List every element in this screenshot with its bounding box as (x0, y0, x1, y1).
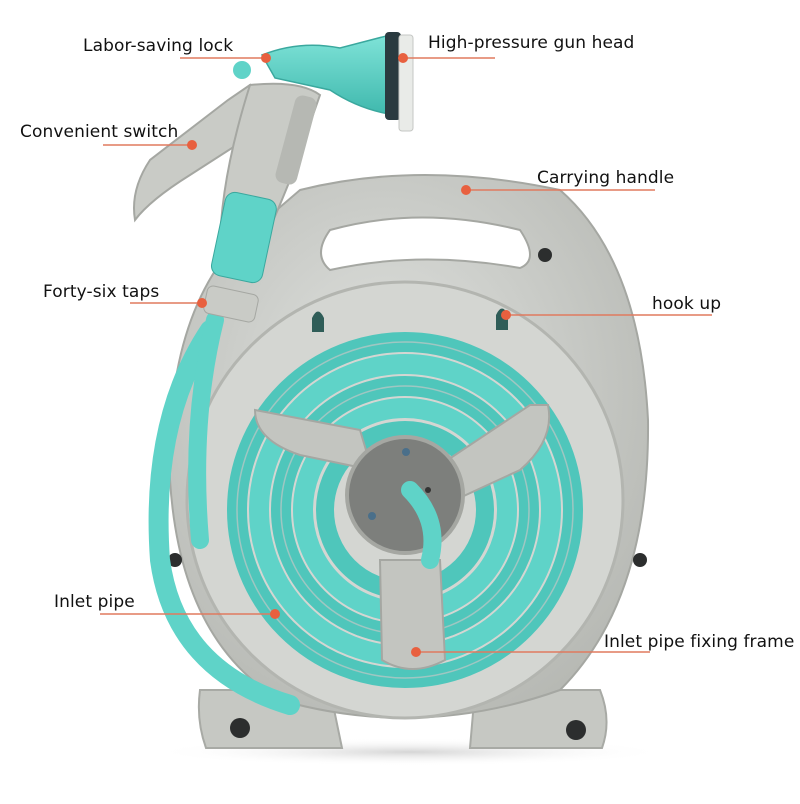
label-carrying-handle: Carrying handle (537, 168, 675, 188)
label-forty-six-taps: Forty-six taps (43, 282, 160, 302)
label-hook-up: hook up (652, 294, 722, 314)
label-inlet-pipe: Inlet pipe (54, 592, 135, 612)
label-high-pressure-gun-head: High-pressure gun head (428, 33, 635, 53)
callout-dots (187, 53, 511, 657)
spray-gun (133, 32, 414, 323)
leader-lines (100, 57, 712, 653)
inlet-pipe-hose (148, 320, 300, 715)
label-inlet-pipe-fixing-frame: Inlet pipe fixing frame (604, 632, 795, 652)
label-convenient-switch: Convenient switch (20, 122, 179, 142)
fixing-frame (253, 404, 551, 670)
label-labor-saving-lock: Labor-saving lock (83, 36, 234, 56)
